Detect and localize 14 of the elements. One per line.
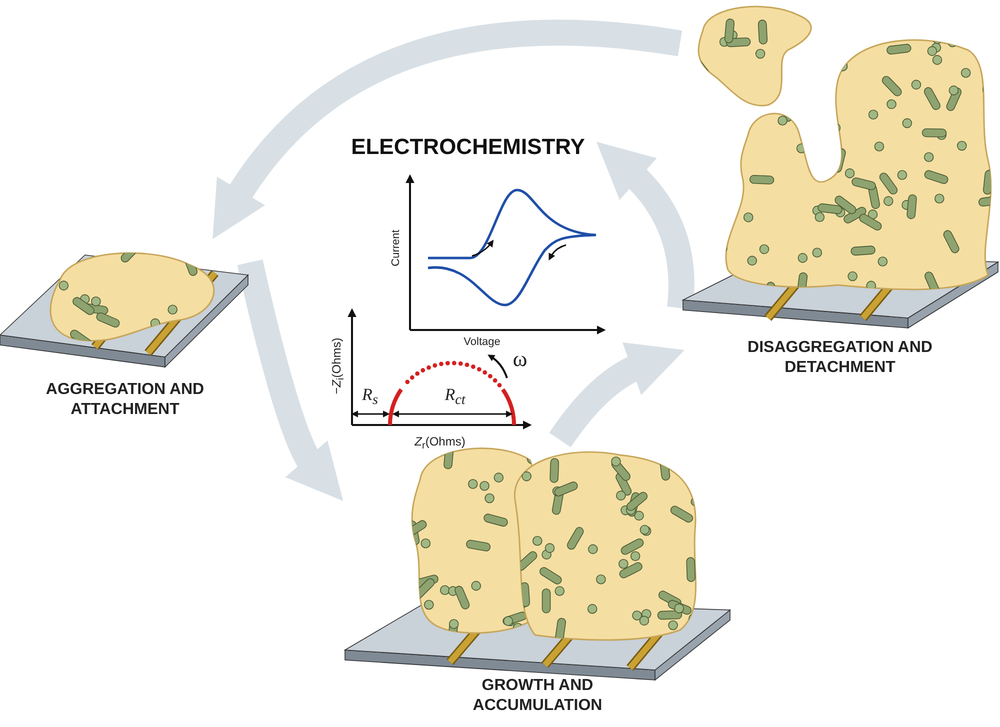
stage-caption: GROWTH AND ACCUMULATION [472, 676, 604, 716]
cycle-arrow [598, 140, 694, 310]
axis-label: Z$_{r}$(Ohms) [414, 434, 466, 452]
cycle-arrow [210, 20, 682, 238]
resistance-label: R$_{ct}$ [444, 384, 466, 410]
stage-caption: AGGREGATION AND ATTACHMENT [44, 380, 206, 420]
cycle-arrow [237, 259, 340, 504]
stage-caption: DISAGGREGATION AND DETACHMENT [746, 338, 934, 378]
axis-label: Current [390, 230, 402, 266]
resistance-label: R$_{s}$ [362, 384, 378, 410]
axis-label: Voltage [464, 336, 500, 348]
frequency-symbol: ω [512, 346, 528, 372]
heading: ELECTROCHEMISTRY [351, 134, 585, 160]
cycle-arrow [549, 343, 684, 448]
